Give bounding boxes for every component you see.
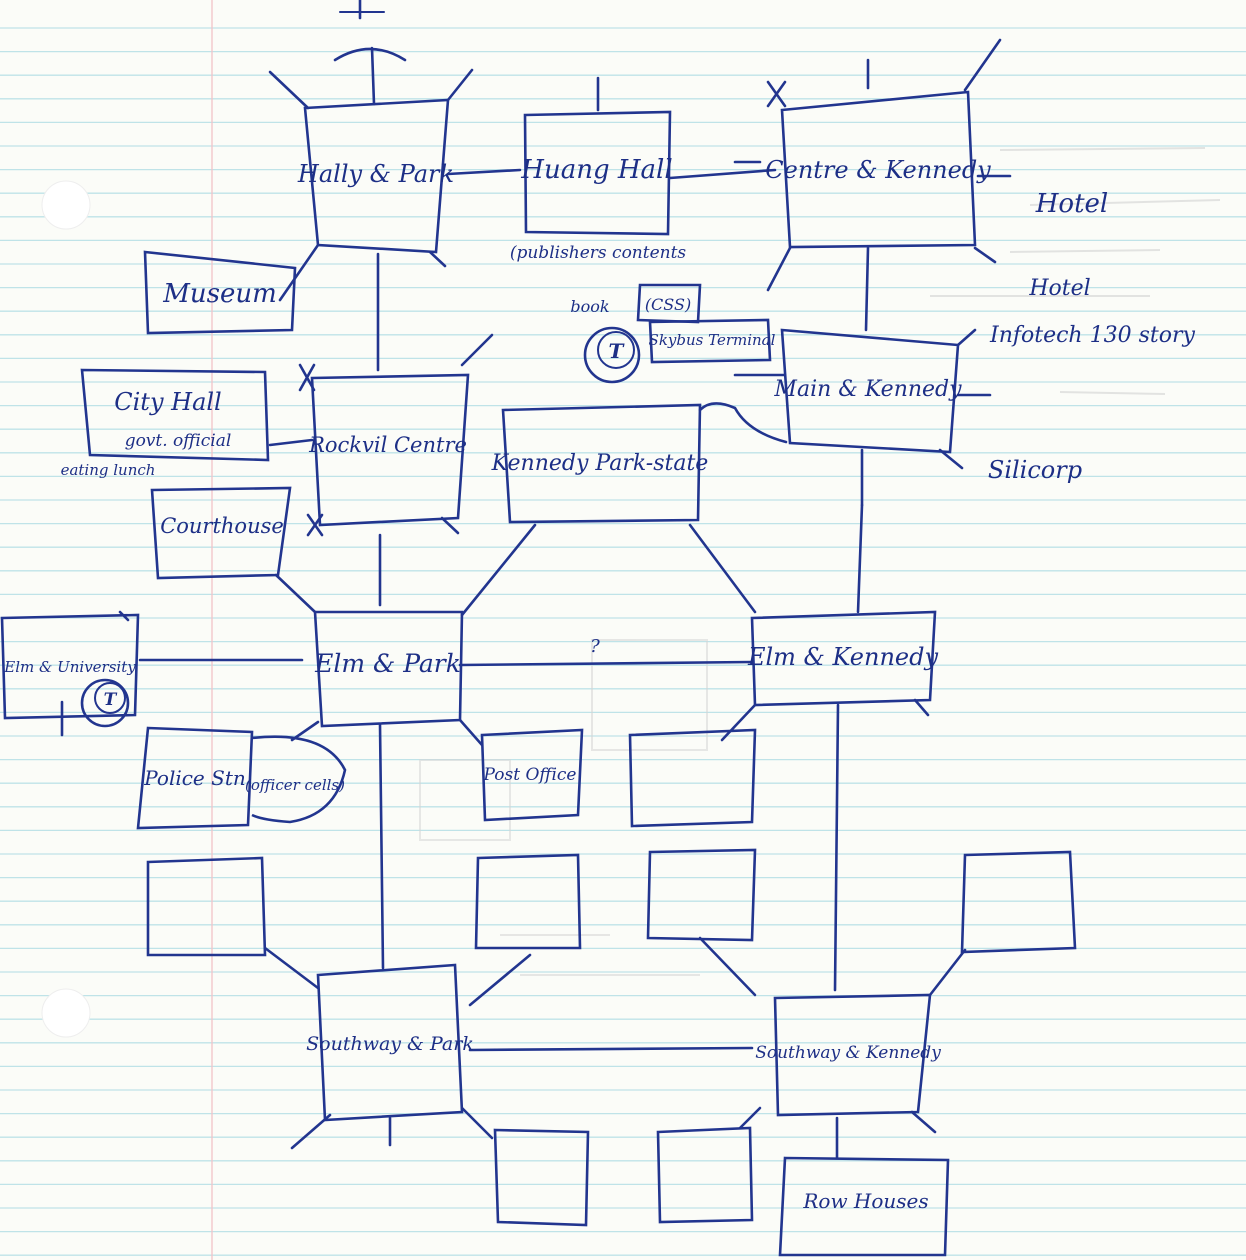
transit-symbol-label: T — [609, 339, 626, 363]
hotel-label-1: Hotel — [1035, 189, 1108, 219]
transit-symbol-label: T — [104, 690, 118, 710]
building-post-office[interactable]: Post Office — [480, 728, 584, 822]
building-police-station-label: Police Stn — [143, 766, 246, 790]
node-southway-park-label: Southway & Park — [306, 1033, 474, 1055]
book-note: book — [570, 297, 609, 316]
infotech-label: Infotech 130 story — [989, 323, 1195, 348]
building-police-station[interactable]: Police Stn — [136, 726, 254, 830]
empty-lot — [628, 728, 757, 828]
empty-lot — [146, 856, 267, 957]
node-kennedy-park-label: Kennedy Park-state — [491, 451, 709, 476]
building-row-houses-label: Row Houses — [802, 1189, 928, 1213]
building-post-office-label: Post Office — [483, 765, 577, 785]
building-city-hall[interactable]: City Hall govt. official — [80, 368, 270, 462]
node-centre-kennedy[interactable]: Centre & Kennedy — [765, 90, 991, 249]
node-huang-hall-label: Huang Hall — [520, 155, 672, 185]
building-skybus-terminal[interactable]: Skybus Terminal — [649, 318, 776, 364]
eating-lunch-note: eating lunch — [61, 461, 156, 479]
node-centre-kennedy-label: Centre & Kennedy — [765, 156, 991, 184]
building-city-hall-label: City Hall — [114, 388, 221, 416]
node-main-kennedy[interactable]: Main & Kennedy — [773, 328, 962, 454]
node-elm-park-label: Elm & Park — [314, 649, 461, 678]
silicorp-label: Silicorp — [988, 456, 1082, 484]
officer-cells-note: (officer cells) — [245, 776, 345, 794]
building-courthouse[interactable]: Courthouse — [150, 486, 292, 580]
publishers-contents-note: (publishers contents — [510, 243, 687, 263]
building-museum[interactable]: Museum — [143, 250, 297, 335]
police-officer-cells[interactable]: (officer cells) — [245, 735, 347, 824]
node-southway-kennedy-label: Southway & Kennedy — [755, 1043, 941, 1063]
node-elm-university-label: Elm & University — [3, 658, 136, 676]
empty-lot — [474, 853, 582, 950]
building-skybus-terminal-label: Skybus Terminal — [649, 331, 776, 349]
city-hall-govt-official-note: govt. official — [125, 431, 232, 451]
hotel-label-2: Hotel — [1028, 276, 1090, 301]
node-huang-hall[interactable]: Huang Hall — [520, 110, 673, 236]
empty-lot — [656, 1126, 754, 1224]
binder-hole — [41, 988, 91, 1038]
node-southway-kennedy[interactable]: Southway & Kennedy — [755, 993, 941, 1117]
empty-lots — [146, 728, 1077, 1227]
node-southway-park[interactable]: Southway & Park — [306, 963, 474, 1122]
node-elm-park[interactable]: Elm & Park — [313, 610, 464, 728]
node-hally-park-label: Hally & Park — [297, 160, 454, 188]
node-elm-kennedy-label: Elm & Kennedy — [747, 643, 939, 671]
ruled-lines — [0, 27, 1246, 1256]
building-row-houses[interactable]: Row Houses — [778, 1156, 950, 1257]
empty-lot — [960, 850, 1077, 954]
transit-stop-huang[interactable]: T — [583, 326, 641, 384]
node-main-kennedy-label: Main & Kennedy — [773, 377, 962, 402]
transit-stop-elm-university[interactable]: T — [80, 678, 130, 728]
node-hally-park[interactable]: Hally & Park — [297, 98, 454, 254]
building-museum-label: Museum — [162, 279, 277, 309]
empty-lot — [493, 1128, 590, 1227]
node-kennedy-park[interactable]: Kennedy Park-state — [491, 403, 709, 524]
building-courthouse-label: Courthouse — [160, 514, 284, 538]
node-elm-kennedy[interactable]: Elm & Kennedy — [747, 610, 939, 707]
node-rockvil-centre-label: Rockvil Centre — [308, 433, 467, 457]
bleed-through-writing — [419, 147, 1221, 976]
empty-lot — [646, 848, 757, 942]
building-css[interactable]: (CSS) — [636, 283, 702, 324]
building-css-label: (CSS) — [645, 295, 691, 314]
question-mark: ? — [590, 636, 600, 657]
node-rockvil-centre[interactable]: Rockvil Centre — [308, 373, 470, 527]
node-elm-university[interactable]: Elm & University — [0, 613, 140, 720]
binder-hole — [41, 180, 91, 230]
